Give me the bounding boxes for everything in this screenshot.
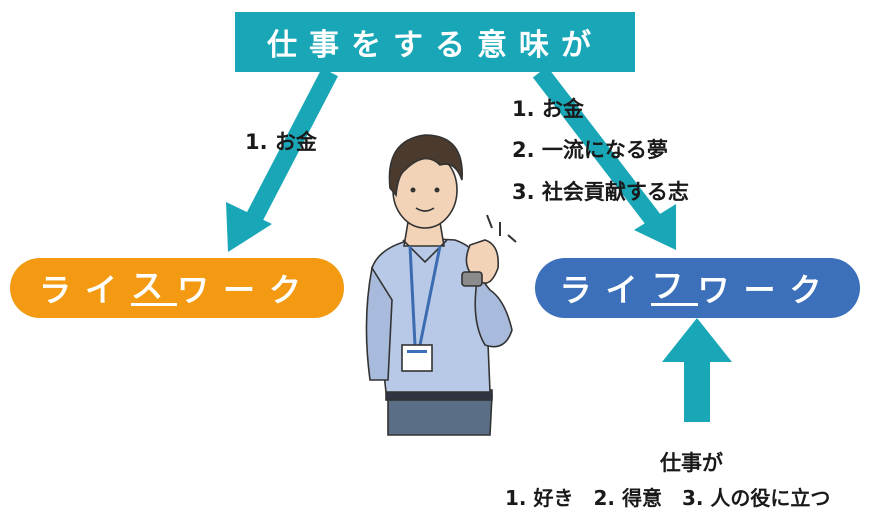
person-illustration: [365, 134, 517, 436]
arrow-to-life-work: [532, 66, 676, 250]
arrow-up-to-life-work: [662, 318, 732, 422]
left-reason-1: 1. お金: [245, 130, 317, 154]
lice-work-char-underlined: ス: [130, 266, 177, 307]
life-work-char: ク: [789, 271, 836, 309]
life-work-char: ラ: [559, 271, 606, 309]
life-work-char: ー: [743, 271, 790, 309]
right-reason-3: 3. 社会貢献する志: [512, 180, 689, 204]
lice-work-box: ラ イ ス ワ ー ク: [10, 258, 344, 318]
lice-work-char: ー: [223, 271, 270, 309]
arrow-to-lice-work: [226, 67, 338, 252]
life-work-char-underlined: フ: [651, 266, 698, 307]
life-work-box: ラ イ フ ワ ー ク: [535, 258, 860, 318]
lice-work-char: ワ: [177, 271, 224, 309]
life-work-char: ワ: [697, 271, 744, 309]
right-reason-1: 1. お金: [512, 97, 584, 121]
title-text: 仕事をする意味が: [267, 28, 603, 63]
bottom-heading: 仕事が: [660, 451, 723, 475]
title-box: 仕事をする意味が: [235, 12, 635, 72]
right-reason-2: 2. 一流になる夢: [512, 138, 668, 162]
lice-work-char: ク: [269, 271, 316, 309]
bottom-items: 1. 好き 2. 得意 3. 人の役に立つ: [505, 486, 831, 510]
life-work-char: イ: [605, 271, 652, 309]
lice-work-char: ラ: [38, 271, 85, 309]
lice-work-char: イ: [84, 271, 131, 309]
